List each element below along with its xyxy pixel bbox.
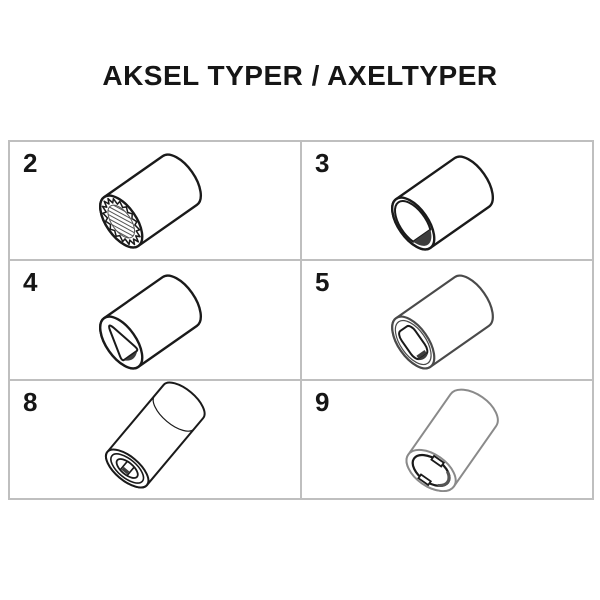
triangular-bore-axle-icon [99,274,202,370]
splined-bore-axle-icon [99,153,202,249]
axle-type-cell-4: 4 [10,261,302,381]
axle-type-cell-3: 3 [302,142,594,262]
square-bore-axle-icon [391,274,494,370]
axle-type-grid: 2 3 4 5 8 9 [8,140,594,500]
axle-type-cell-9: 9 [302,380,594,500]
round-bore-flat-axle-icon [391,155,494,251]
axle-type-cell-5: 5 [302,261,594,381]
notched-clip-bore-axle-icon [405,388,499,492]
axle-type-cell-8: 8 [10,380,302,500]
axle-type-number: 2 [23,148,38,178]
axle-type-cell-2: 2 [10,142,302,262]
axle-type-number: 3 [315,148,330,178]
axle-type-number: 4 [23,267,38,298]
axle-type-number: 5 [315,267,330,298]
slotted-keyway-bore-axle-icon [104,381,206,489]
axle-type-number: 9 [315,386,330,417]
axle-type-number: 8 [23,386,38,417]
page-title: AKSEL TYPER / AXELTYPER [102,60,498,91]
